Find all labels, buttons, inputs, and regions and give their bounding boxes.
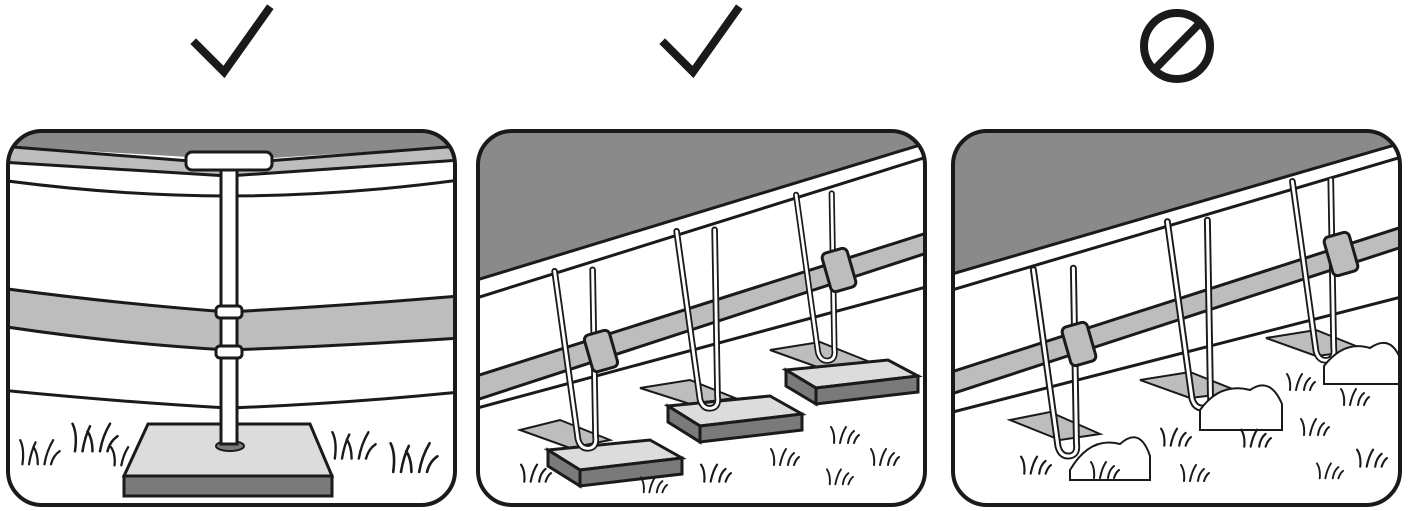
panel-u-leg-on-pads (476, 129, 927, 507)
prohibited-icon (1140, 9, 1214, 83)
panel-u-leg-on-grass (951, 129, 1402, 507)
panel-pole-on-pad (6, 129, 457, 507)
check-mark-icon (190, 4, 274, 79)
check-mark-icon (659, 4, 743, 79)
